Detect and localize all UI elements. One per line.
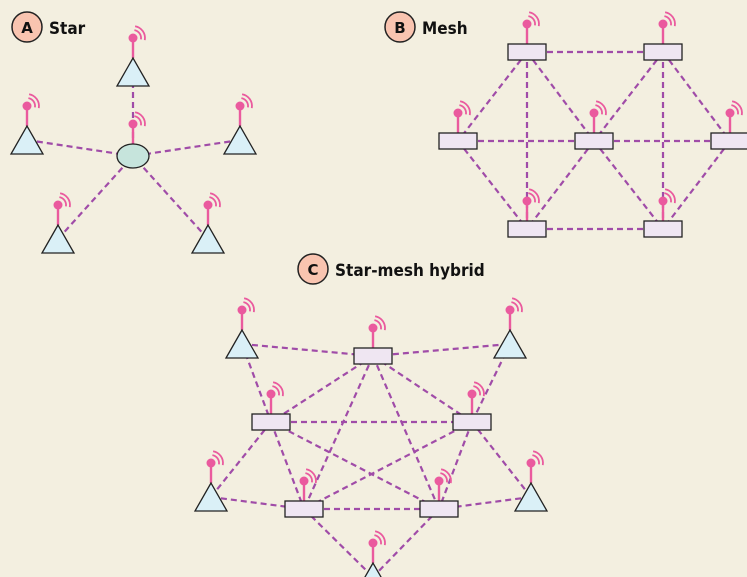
link-line	[662, 51, 731, 142]
link-line	[662, 140, 731, 230]
panel-a-title: Star	[49, 19, 86, 39]
link-line	[26, 138, 134, 158]
nodes-layer	[9, 11, 747, 577]
antenna-icon	[128, 25, 146, 58]
antenna-icon	[237, 297, 255, 330]
link-line	[302, 355, 375, 510]
antenna-icon	[526, 450, 544, 483]
end-node-icon	[193, 450, 229, 512]
link-line	[210, 421, 272, 498]
link-line	[132, 138, 241, 158]
badge-c-letter: C	[307, 261, 318, 279]
router-icon	[507, 188, 547, 238]
antenna-icon	[206, 450, 224, 483]
router-icon	[284, 468, 324, 518]
end-node-icon	[224, 297, 260, 359]
antenna-icon	[453, 100, 471, 133]
hub-icon	[116, 111, 150, 169]
panel-c-title: Star-mesh hybrid	[335, 261, 485, 281]
router-icon	[643, 11, 683, 61]
router-icon	[452, 381, 492, 431]
link-line	[269, 421, 306, 510]
end-node-icon	[9, 93, 45, 155]
end-node-icon	[115, 25, 151, 87]
link-line	[303, 508, 374, 577]
antenna-icon	[22, 93, 40, 126]
link-line	[471, 421, 532, 498]
antenna-icon	[522, 11, 540, 44]
panel-c-header: C Star-mesh hybrid	[297, 253, 485, 285]
link-line	[210, 495, 305, 511]
links-layer	[26, 50, 731, 577]
end-node-icon	[190, 192, 226, 254]
antenna-icon	[299, 468, 317, 501]
router-icon	[438, 100, 478, 150]
badge-b	[384, 11, 416, 43]
link-line	[437, 421, 474, 510]
antenna-icon	[53, 192, 71, 225]
link-line	[270, 421, 440, 510]
link-line	[526, 51, 595, 142]
link-line	[526, 140, 595, 230]
link-line	[372, 342, 511, 358]
link-line	[371, 355, 441, 510]
antenna-icon	[522, 188, 540, 221]
antenna-icon	[505, 297, 523, 330]
end-node-icon	[364, 530, 386, 577]
badge-a-letter: A	[21, 19, 33, 37]
antenna-icon	[266, 381, 284, 414]
link-line	[132, 155, 209, 240]
link-line	[372, 508, 440, 577]
link-line	[593, 140, 664, 230]
link-line	[303, 421, 473, 510]
router-icon	[574, 100, 614, 150]
link-line	[457, 51, 528, 142]
end-node-icon	[513, 450, 549, 512]
end-node-icon	[40, 192, 76, 254]
router-icon	[419, 468, 459, 518]
link-line	[457, 140, 528, 230]
router-icon	[710, 100, 747, 150]
antenna-icon	[203, 192, 221, 225]
antenna-icon	[368, 530, 386, 563]
router-icon	[507, 11, 547, 61]
router-icon	[251, 381, 291, 431]
link-line	[270, 355, 374, 423]
link-line	[57, 155, 134, 240]
antenna-icon	[658, 188, 676, 221]
antenna-icon	[368, 315, 386, 348]
badge-b-letter: B	[394, 19, 405, 37]
end-node-icon	[492, 297, 528, 359]
router-icon	[353, 315, 393, 365]
antenna-icon	[235, 93, 253, 126]
link-line	[372, 355, 473, 423]
antenna-icon	[467, 381, 485, 414]
router-icon	[643, 188, 683, 238]
link-line	[438, 495, 532, 511]
panel-b-header: B Mesh	[384, 11, 468, 43]
badge-a	[11, 11, 43, 43]
badge-c	[297, 253, 329, 285]
antenna-icon	[658, 11, 676, 44]
end-node-icon	[222, 93, 258, 155]
link-line	[593, 51, 664, 142]
link-line	[241, 342, 374, 358]
panel-b-title: Mesh	[422, 19, 468, 39]
antenna-icon	[128, 111, 146, 144]
antenna-icon	[725, 100, 743, 133]
antenna-icon	[434, 468, 452, 501]
antenna-icon	[589, 100, 607, 133]
panel-a-header: A Star	[11, 11, 86, 43]
